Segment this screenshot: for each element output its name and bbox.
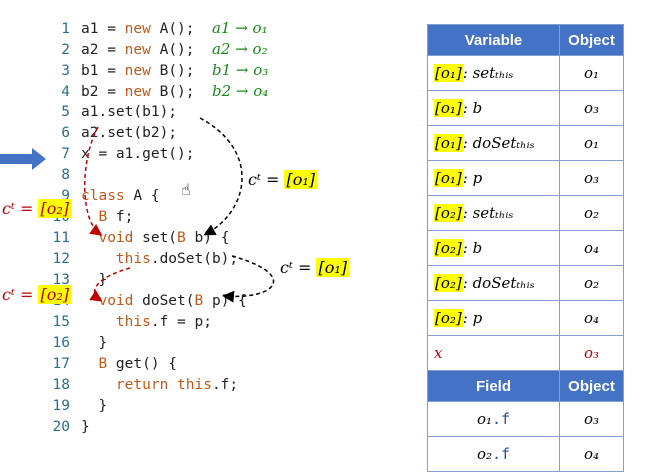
field-header-row: Field Object — [427, 370, 624, 402]
code-line-16: 16 } — [52, 335, 108, 351]
code-line-19: 19 } — [52, 398, 108, 414]
code-line-18: 18 return this.f; — [52, 377, 239, 393]
code-line-8: 8 — [61, 167, 70, 183]
current-line-arrow-icon — [0, 148, 46, 170]
code-line-11: 11 void set(B b) { — [52, 230, 230, 246]
alloc-comment: b2 → o₄ — [211, 82, 269, 100]
top-heading-strip — [0, 0, 648, 14]
field-header: Field — [427, 370, 560, 402]
context-label-o1-set: cᵗ = [o₁] — [248, 170, 318, 189]
alloc-comment: b1 → o₃ — [211, 61, 269, 79]
code-line-17: 17 B get() { — [52, 356, 178, 372]
code-line-20: 20} — [52, 419, 90, 435]
field-object-header: Object — [559, 370, 624, 402]
variable-header: Variable — [427, 24, 560, 56]
context-label-o2-doset: cᵗ = [o₂] — [2, 285, 72, 304]
context-label-o1-doset: cᵗ = [o₁] — [280, 258, 350, 277]
code-line-15: 15 this.f = p; — [52, 314, 212, 330]
hand-cursor-icon: ☝ — [181, 180, 191, 199]
context-label-o2-set: cᵗ = [o₂] — [2, 199, 72, 218]
object-header: Object — [559, 24, 624, 56]
alloc-comment: a2 → o₂ — [211, 40, 268, 58]
code-line-12: 12 this.doSet(b); — [52, 251, 239, 267]
code-line-14: 14 void doSet(B p) { — [53, 293, 247, 309]
table-header-row: Variable Object — [427, 24, 624, 56]
alloc-comment: a1 → o₁ — [211, 19, 268, 37]
